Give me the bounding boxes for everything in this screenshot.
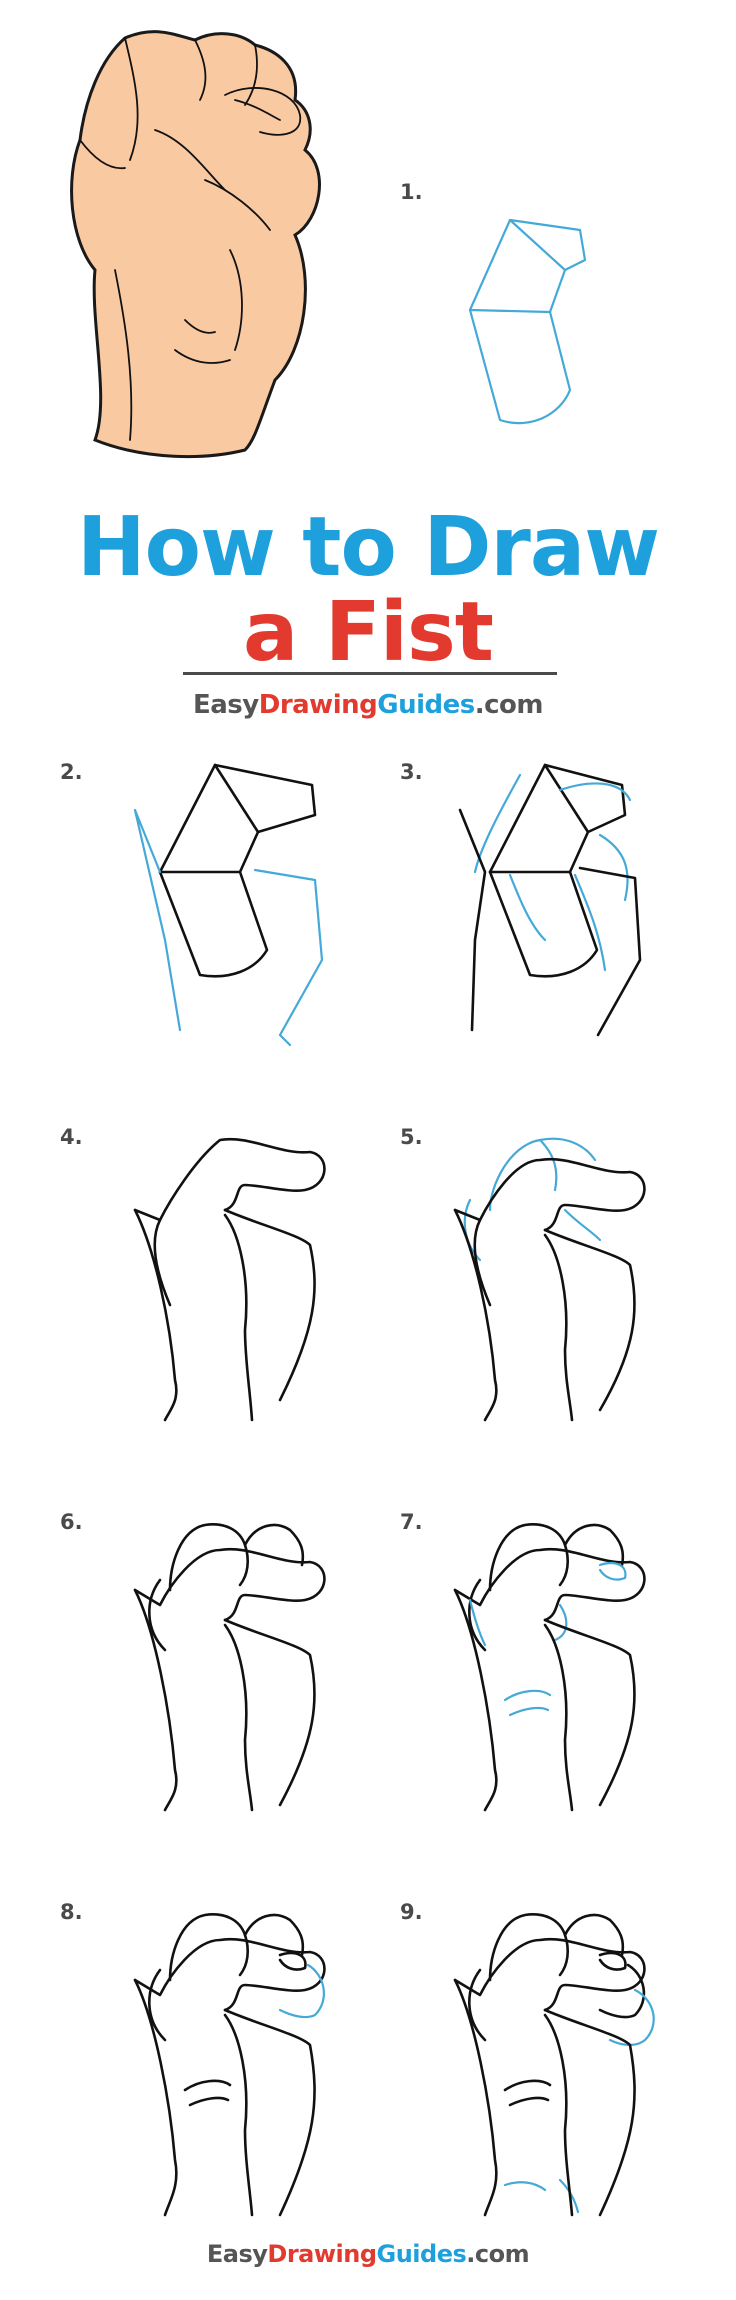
step-2-sketch [133,763,324,1047]
title-line-1: How to Draw [77,500,660,595]
step-9-sketch [453,1913,655,2217]
step-number: 3. [400,760,423,784]
step-number: 2. [60,760,83,784]
brand-logo-top[interactable]: EasyDrawingGuides.com [0,690,736,720]
step-number: 6. [60,1510,83,1534]
step-7-sketch [453,1523,646,1812]
step-number: 8. [60,1900,83,1924]
title-divider [183,672,557,675]
brand-part-drawing: Drawing [267,2240,377,2268]
title-line-2: a Fist [242,585,494,680]
brand-part-com: .com [466,2240,530,2268]
brand-part-guides: Guides [376,2240,467,2268]
step-6-sketch [133,1523,326,1812]
step-3-sketch [458,763,642,1037]
step-number: 9. [400,1900,423,1924]
step-8-sketch [133,1913,326,2217]
step-number: 5. [400,1125,423,1149]
brand-part-guides: Guides [377,690,475,720]
brand-part-com: .com [474,690,544,720]
step-5-sketch [453,1137,646,1422]
brand-part-drawing: Drawing [258,690,378,720]
brand-logo-bottom[interactable]: EasyDrawingGuides.com [0,2240,736,2268]
step-number: 4. [60,1125,83,1149]
finished-fist-illustration [70,30,321,459]
brand-part-easy: Easy [193,690,259,720]
step-4-sketch [133,1137,326,1422]
brand-part-easy: Easy [206,2240,268,2268]
step-1-sketch [468,218,587,425]
step-number: 7. [400,1510,423,1534]
step-number: 1. [400,180,423,204]
